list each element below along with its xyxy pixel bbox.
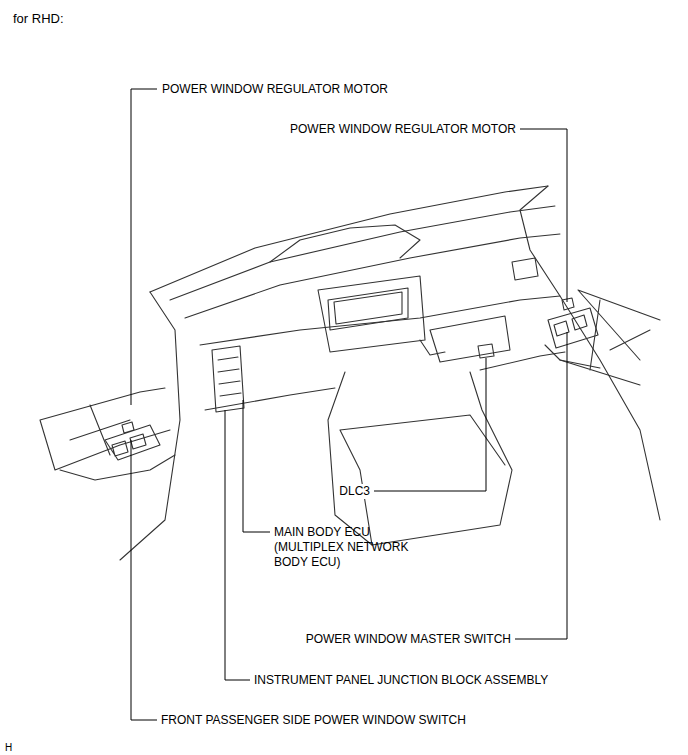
glovebox xyxy=(430,316,510,362)
part-name: INSTRUMENT PANEL JUNCTION BLOCK ASSEMBLY xyxy=(253,673,549,688)
center-stack xyxy=(318,276,425,352)
right-window-switch xyxy=(548,298,598,348)
part-name: POWER WINDOW REGULATOR MOTOR xyxy=(161,82,389,97)
leader-line xyxy=(374,358,486,491)
part-name: FRONT PASSENGER SIDE POWER WINDOW SWITCH xyxy=(160,713,467,728)
main-body-ecu xyxy=(212,346,244,412)
right-door-lower xyxy=(545,345,600,368)
center-screen-inner xyxy=(334,292,402,324)
part-name: POWER WINDOW REGULATOR MOTOR xyxy=(289,122,517,137)
leader-line xyxy=(225,410,250,680)
leader-line xyxy=(520,129,567,302)
vent xyxy=(512,258,538,280)
leader-line xyxy=(131,89,157,405)
right-door xyxy=(560,290,660,385)
figure-code: H xyxy=(4,740,13,755)
meter-hood xyxy=(270,225,420,262)
dash-lower xyxy=(205,352,565,410)
leader-lines xyxy=(131,89,567,720)
left-door xyxy=(40,388,170,470)
windshield-edge xyxy=(150,186,548,292)
steering-column xyxy=(420,340,445,355)
leader-line xyxy=(131,440,157,720)
diagram-title: for RHD: xyxy=(12,11,65,26)
right-pillar xyxy=(520,186,660,520)
center-screen xyxy=(328,288,408,330)
leader-line xyxy=(243,400,270,532)
dlc3-connector xyxy=(478,344,494,358)
dash-top xyxy=(170,206,555,300)
part-name: DLC3 xyxy=(338,484,371,499)
part-name: MAIN BODY ECU (MULTIPLEX NETWORK BODY EC… xyxy=(273,525,425,570)
left-window-switch xyxy=(105,422,160,460)
leader-line xyxy=(515,332,567,639)
part-name: POWER WINDOW MASTER SWITCH xyxy=(305,632,512,647)
center-console xyxy=(328,372,512,545)
dash-top-rear xyxy=(185,234,560,318)
